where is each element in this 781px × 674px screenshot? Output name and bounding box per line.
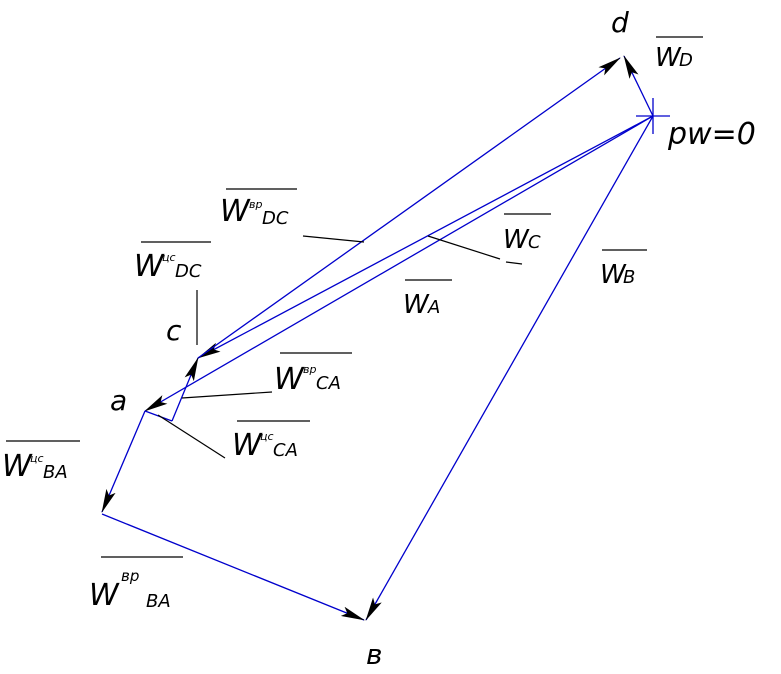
point-label-c: c [166, 314, 182, 347]
svg-text:W: W [655, 43, 682, 73]
svg-text:W: W [134, 249, 165, 284]
svg-text:W: W [503, 225, 530, 255]
label-w-d: W D [655, 36, 703, 73]
label-w-bp-ca: W вр CA [274, 352, 352, 397]
vector-w-c [197, 115, 654, 359]
svg-text:A: A [427, 297, 440, 318]
svg-text:DC: DC [175, 261, 202, 282]
svg-text:BA: BA [146, 591, 171, 612]
svg-text:цс: цс [162, 251, 176, 264]
vector-w-bp-ca [171, 357, 199, 422]
leader-w-uc-ca [157, 414, 226, 459]
svg-text:цс: цс [30, 452, 44, 465]
svg-text:CA: CA [273, 440, 298, 461]
svg-text:W: W [403, 290, 430, 320]
label-w-uc-ca: W цс CA [232, 420, 310, 463]
vector-w-a [144, 115, 654, 412]
label-w-a: W A [403, 279, 452, 320]
label-w-uc-ba: W цс BA [2, 440, 80, 484]
svg-text:W: W [274, 362, 305, 397]
leader-w-bp-ca [181, 391, 273, 399]
svg-text:W: W [89, 578, 120, 613]
svg-text:W: W [232, 428, 263, 463]
svg-text:цс: цс [260, 430, 274, 443]
svg-text:DC: DC [262, 208, 289, 229]
label-w-uc-dc: W цс DC [134, 241, 211, 284]
svg-text:BA: BA [43, 462, 68, 483]
svg-text:вр: вр [121, 567, 139, 585]
svg-text:C: C [528, 232, 541, 253]
vector-w-bp-ba [101, 513, 365, 621]
svg-text:вр: вр [249, 198, 262, 211]
point-label-b: в [366, 638, 383, 671]
svg-text:CA: CA [316, 373, 341, 394]
label-w-bp-ba: W вр BA [89, 556, 183, 613]
svg-text:D: D [679, 50, 693, 71]
svg-text:W: W [220, 194, 251, 229]
pole-label: pw=0 [667, 117, 756, 152]
leader-w-bp-dc [302, 235, 365, 243]
label-w-c: W C [503, 213, 551, 255]
vector-w-d [623, 55, 654, 117]
svg-text:W: W [600, 260, 627, 290]
label-w-b: W B [600, 249, 647, 290]
point-label-d: d [611, 6, 629, 39]
label-w-bp-dc: W вр DC [220, 188, 297, 229]
vector-w-bp-dc [197, 57, 621, 359]
point-label-a: a [110, 384, 127, 417]
svg-text:W: W [2, 449, 33, 484]
vector-w-uc-ba [101, 410, 146, 513]
vector-w-b [365, 115, 654, 621]
leader-w-c [427, 235, 501, 260]
svg-text:вр: вр [303, 363, 316, 376]
leader-w-c-tail [505, 261, 523, 265]
svg-text:B: B [623, 267, 635, 288]
